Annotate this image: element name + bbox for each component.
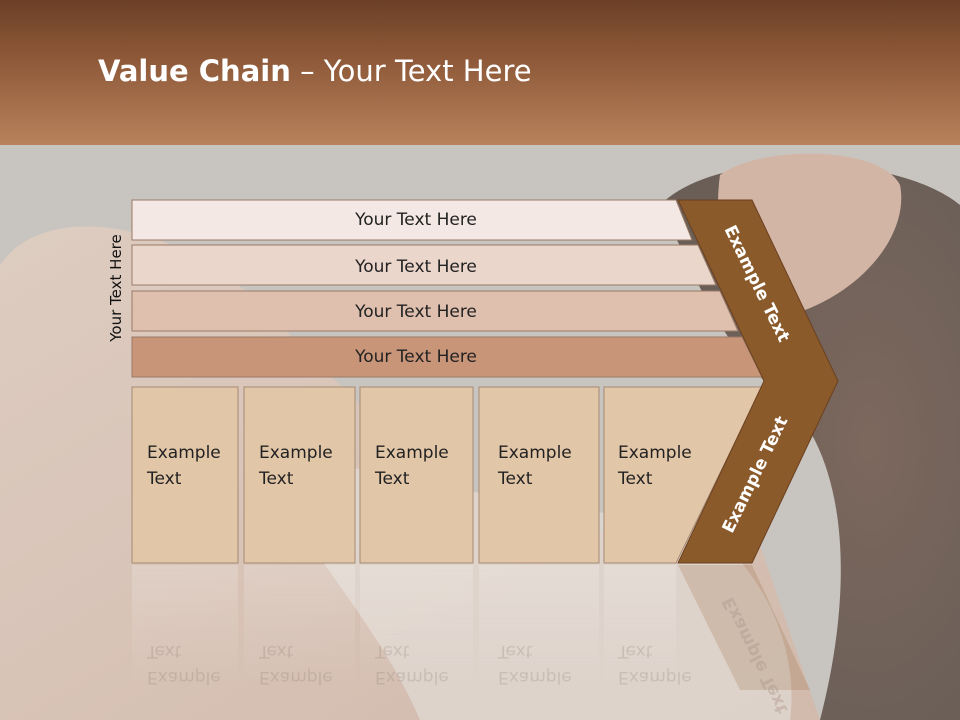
reflection-column-4-line1: Example	[498, 667, 572, 687]
reflection-column-3-line2: Text	[374, 641, 410, 661]
bar-2-label: Your Text Here	[354, 257, 477, 277]
reflection-column-1-line2: Text	[146, 641, 182, 661]
column-3: Example Text	[359, 386, 474, 564]
title-bar: Value Chain – Your Text Here	[0, 0, 960, 145]
bar-4: Your Text Here	[131, 336, 763, 378]
column-3-line2: Text	[374, 469, 410, 489]
slide-title: Value Chain – Your Text Here	[98, 54, 532, 88]
bar-4-label: Your Text Here	[354, 347, 477, 367]
bar-3: Your Text Here	[131, 290, 739, 332]
column-5-line1: Example	[618, 443, 692, 463]
reflection-column-1-line1: Example	[147, 667, 221, 687]
reflection-column-5-line2: Text	[617, 641, 653, 661]
bar-1-label: Your Text Here	[354, 210, 477, 230]
column-3-line1: Example	[375, 443, 449, 463]
bar-2: Your Text Here	[131, 244, 717, 286]
vertical-label: Your Text Here	[107, 234, 125, 342]
column-2-line1: Example	[259, 443, 333, 463]
column-2-line2: Text	[258, 469, 294, 489]
reflection-column-3-line1: Example	[375, 667, 449, 687]
title-bold: Value Chain	[98, 54, 291, 88]
column-2: Example Text	[243, 386, 356, 564]
reflection-column-2-line2: Text	[258, 641, 294, 661]
column-4-line1: Example	[498, 443, 572, 463]
column-4: Example Text	[478, 386, 600, 564]
reflection: Example Text Example Text Example Text E…	[132, 565, 810, 717]
column-1-line2: Text	[146, 469, 182, 489]
column-1: Example Text	[131, 386, 239, 564]
reflection-column-2-line1: Example	[259, 667, 333, 687]
column-4-line2: Text	[497, 469, 533, 489]
column-1-line1: Example	[147, 443, 221, 463]
title-rest: – Your Text Here	[290, 54, 532, 88]
bar-3-label: Your Text Here	[354, 302, 477, 322]
reflection-column-5-line1: Example	[618, 667, 692, 687]
reflection-column-4-line2: Text	[497, 641, 533, 661]
bar-1: Your Text Here	[131, 199, 693, 241]
column-5: Example Text	[603, 386, 763, 564]
column-5-line2: Text	[617, 469, 653, 489]
